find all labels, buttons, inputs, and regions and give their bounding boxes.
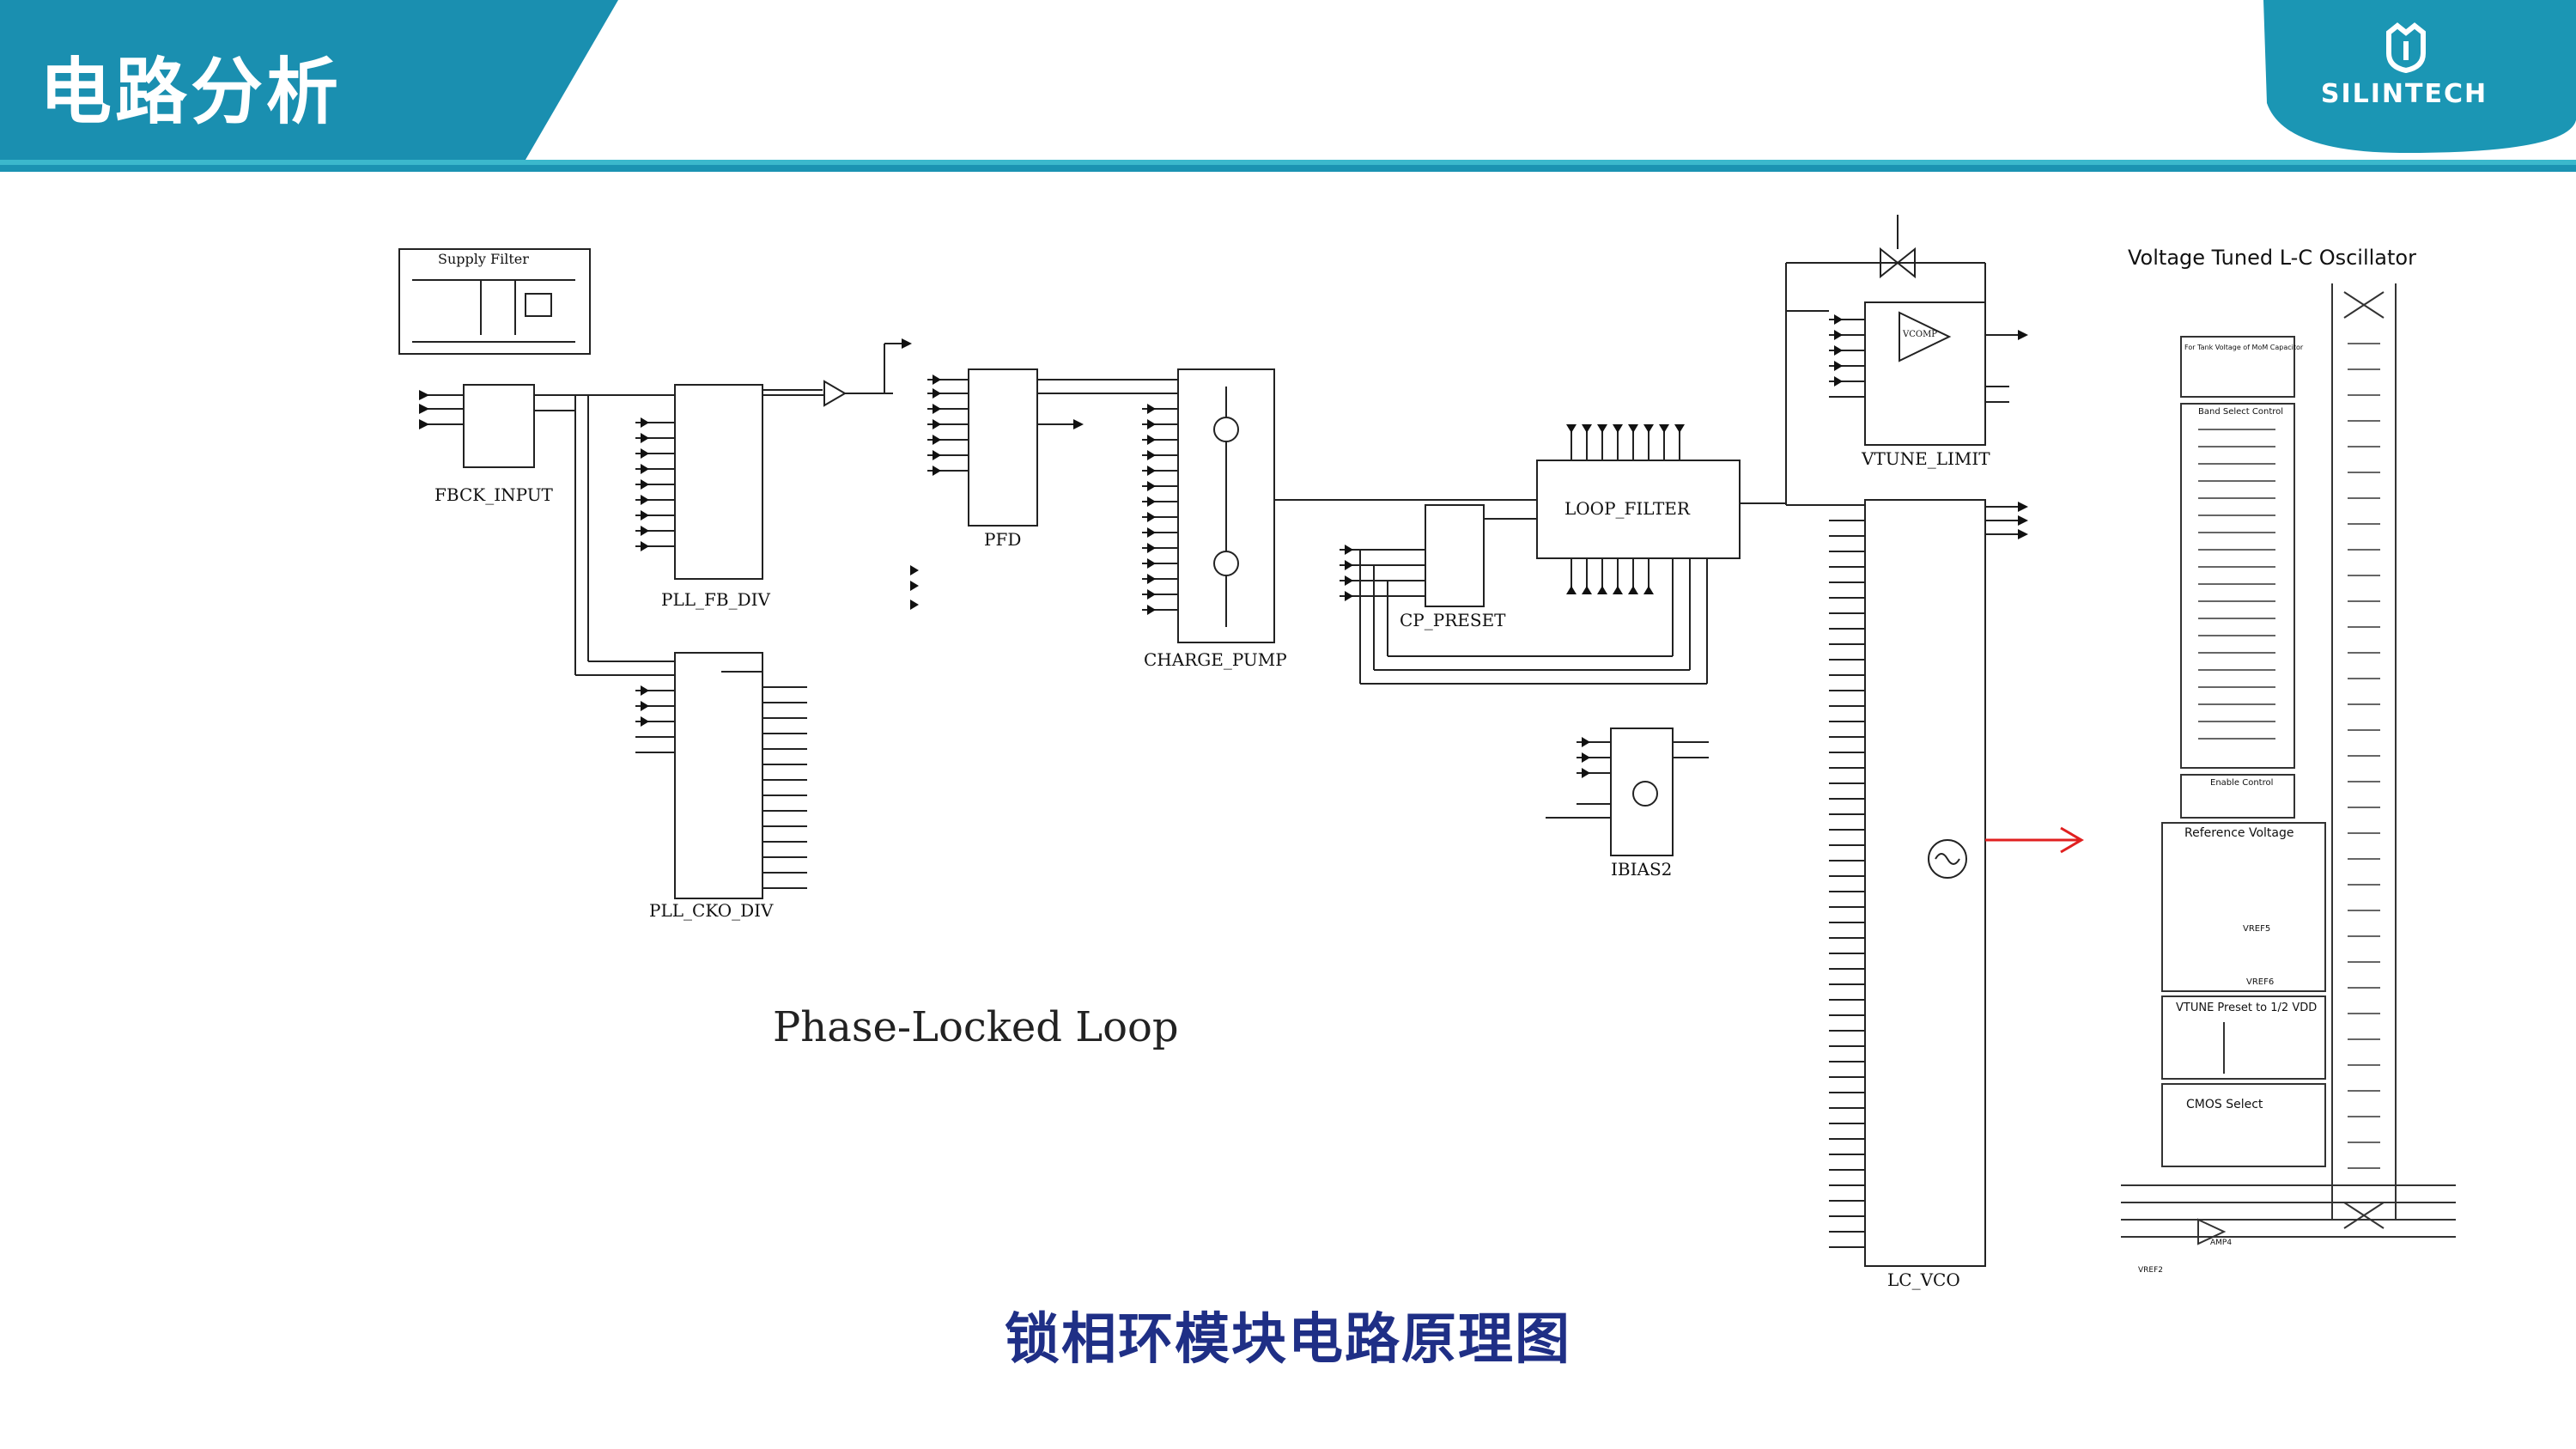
vtune-limit-box [1864, 301, 1986, 446]
vtune-limit-label: VTUNE_LIMIT [1862, 448, 1990, 469]
oscillator-schematic [2121, 283, 2456, 1245]
reference-voltage-label: Reference Voltage [2184, 826, 2294, 840]
ibias2-label: IBIAS2 [1611, 859, 1673, 880]
cp-preset-box [1425, 504, 1485, 607]
pll-title: Phase-Locked Loop [773, 1003, 1179, 1051]
vtune-preset-label: VTUNE Preset to 1/2 VDD [2176, 1002, 2318, 1014]
vcomp-symbol [1899, 311, 1952, 362]
ibias2-box [1610, 728, 1674, 856]
pin-terminals [419, 314, 2028, 778]
vref5-label: VREF5 [2243, 924, 2271, 934]
pfd-label: PFD [984, 529, 1022, 550]
charge-pump-label: CHARGE_PUMP [1144, 649, 1287, 670]
figure-caption: 锁相环模块电路原理图 [1005, 1308, 1571, 1372]
vcomp-label: VCOMP [1903, 330, 1938, 339]
charge-pump-box [1177, 368, 1275, 643]
pfd-box [968, 368, 1038, 527]
fbck-input-label: FBCK_INPUT [434, 484, 553, 505]
vtune-preset-box [2161, 995, 2326, 1080]
enable-control-label: Enable Control [2210, 778, 2274, 788]
supply-filter-label: Supply Filter [438, 251, 529, 267]
amp4-label: AMP4 [2210, 1239, 2233, 1247]
logo-badge [2263, 0, 2576, 153]
cell-stack [2198, 343, 2380, 1169]
cp-preset-label: CP_PRESET [1400, 610, 1506, 630]
logo-icon [2386, 22, 2426, 74]
pll-fb-div-box [674, 384, 763, 580]
enable-control-box [2180, 774, 2295, 819]
title-band [0, 0, 670, 160]
page-title: 电路分析 [39, 50, 343, 134]
cmos-select-label: CMOS Select [2186, 1098, 2263, 1111]
lc-vco-box [1864, 499, 1986, 1267]
fine-tune-box [2180, 336, 2295, 398]
pll-cko-div-box [674, 652, 763, 899]
supply-filter-box [398, 248, 591, 355]
loop-filter-label: LOOP_FILTER [1564, 498, 1690, 519]
oscillator-title: Voltage Tuned L-C Oscillator [2128, 246, 2416, 270]
red-arrow [1985, 826, 2084, 854]
vref2-label: VREF2 [2138, 1266, 2163, 1275]
fine-tune-label: For Tank Voltage of MoM Capacitor [2184, 344, 2304, 351]
reference-voltage-box [2161, 822, 2326, 992]
lc-vco-pins [721, 520, 1865, 1248]
loop-filter-box [1536, 460, 1741, 559]
pll-cko-div-label: PLL_CKO_DIV [649, 900, 774, 921]
band-select-label: Band Select Control [2198, 407, 2284, 417]
cmos-select-box [2161, 1083, 2326, 1167]
logo-text: SILINTECH [2320, 79, 2488, 109]
lc-vco-label: LC_VCO [1887, 1269, 1960, 1290]
vref6-label: VREF6 [2246, 977, 2275, 987]
fbck-input-box [463, 384, 535, 468]
header-graphic [0, 0, 2576, 177]
pll-fb-div-label: PLL_FB_DIV [661, 589, 770, 610]
header-banner: 电路分析 SILINTECH [0, 0, 2576, 177]
band-select-box [2180, 403, 2295, 769]
